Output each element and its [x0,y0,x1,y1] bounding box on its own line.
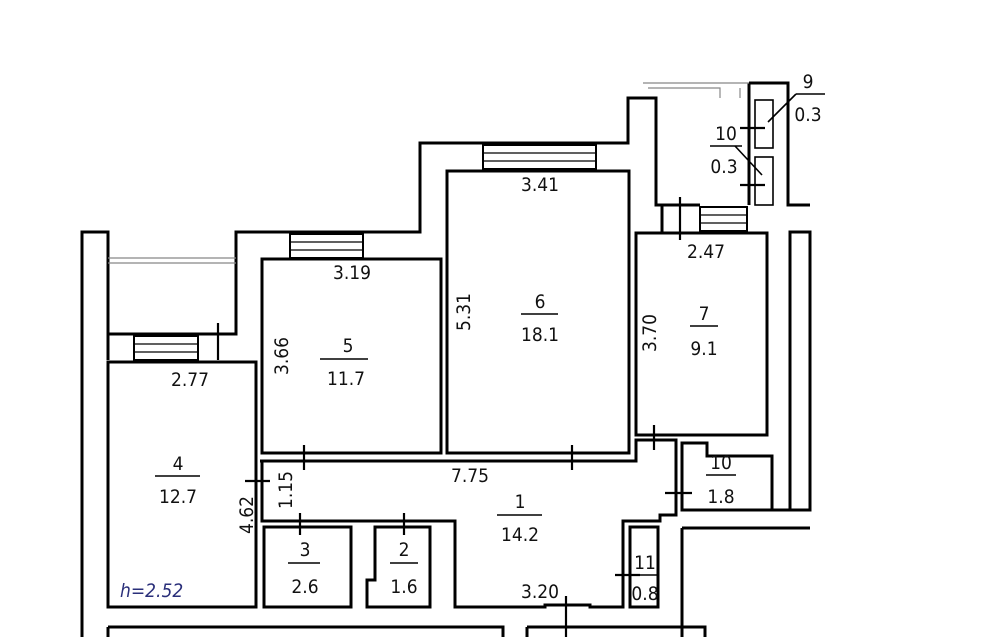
room-outlines [106,169,774,609]
room-11-number: 11 [634,552,656,574]
ceiling-height-label: h=2.52 [120,580,183,602]
room-3-number: 3 [300,539,311,561]
leader-lines [155,93,825,576]
windows [133,144,748,361]
dim-room4-height: 4.62 [236,496,258,534]
room-numbers: 1 2 3 4 5 6 7 10 11 9 10 [173,71,814,574]
room-9-number: 9 [803,71,814,93]
room-10-upper-area: 0.3 [710,156,737,178]
room-10-lower-area: 1.8 [707,486,734,508]
door-marks [216,126,765,637]
room-6-number: 6 [535,291,546,313]
room-10-lower-outline [680,441,774,512]
room-areas: 14.2 1.6 2.6 12.7 11.7 18.1 9.1 1.8 0.8 … [159,104,822,605]
room-4-outline [106,360,258,609]
room-11-outline [628,525,660,609]
room-6-area: 18.1 [521,324,559,346]
corridor-outline [260,438,678,609]
room-10-lower-number: 10 [710,452,732,474]
dim-corridor-width: 1.15 [275,471,297,509]
room-5-number: 5 [343,335,354,357]
room-9-area: 0.3 [794,104,821,126]
room-1-number: 1 [515,491,526,513]
room-10-upper-number: 10 [715,123,737,145]
room-7-area: 9.1 [690,338,717,360]
room-1-area: 14.2 [501,524,539,546]
room-4-area: 12.7 [159,486,197,508]
dim-room5-height: 3.66 [271,337,293,375]
room-3-area: 2.6 [291,576,318,598]
upper-right-block [643,96,774,232]
room-3-outline [262,525,353,609]
dim-room5-width: 3.19 [333,262,371,284]
room-2-area: 1.6 [390,576,417,598]
dim-corridor-length: 7.75 [451,465,489,487]
room-7-number: 7 [699,303,710,325]
room-11-area: 0.8 [631,583,658,605]
room-4-number: 4 [173,453,184,475]
room-2-number: 2 [399,539,410,561]
room-5-area: 11.7 [327,368,365,390]
dim-entrance-width: 3.20 [521,581,559,603]
room-6-outline [445,169,631,455]
room-2-outline [365,525,432,609]
dim-room6-width: 3.41 [521,174,559,196]
dim-room7-width: 2.47 [687,241,725,263]
dim-room4-width: 2.77 [171,369,209,391]
room-7-outline [634,231,769,437]
dimension-labels: 2.77 3.19 3.41 2.47 7.75 3.20 3.66 5.31 … [171,174,725,603]
dim-room6-height: 5.31 [453,293,475,331]
balconies [108,82,749,264]
dim-room7-height: 3.70 [639,314,661,352]
